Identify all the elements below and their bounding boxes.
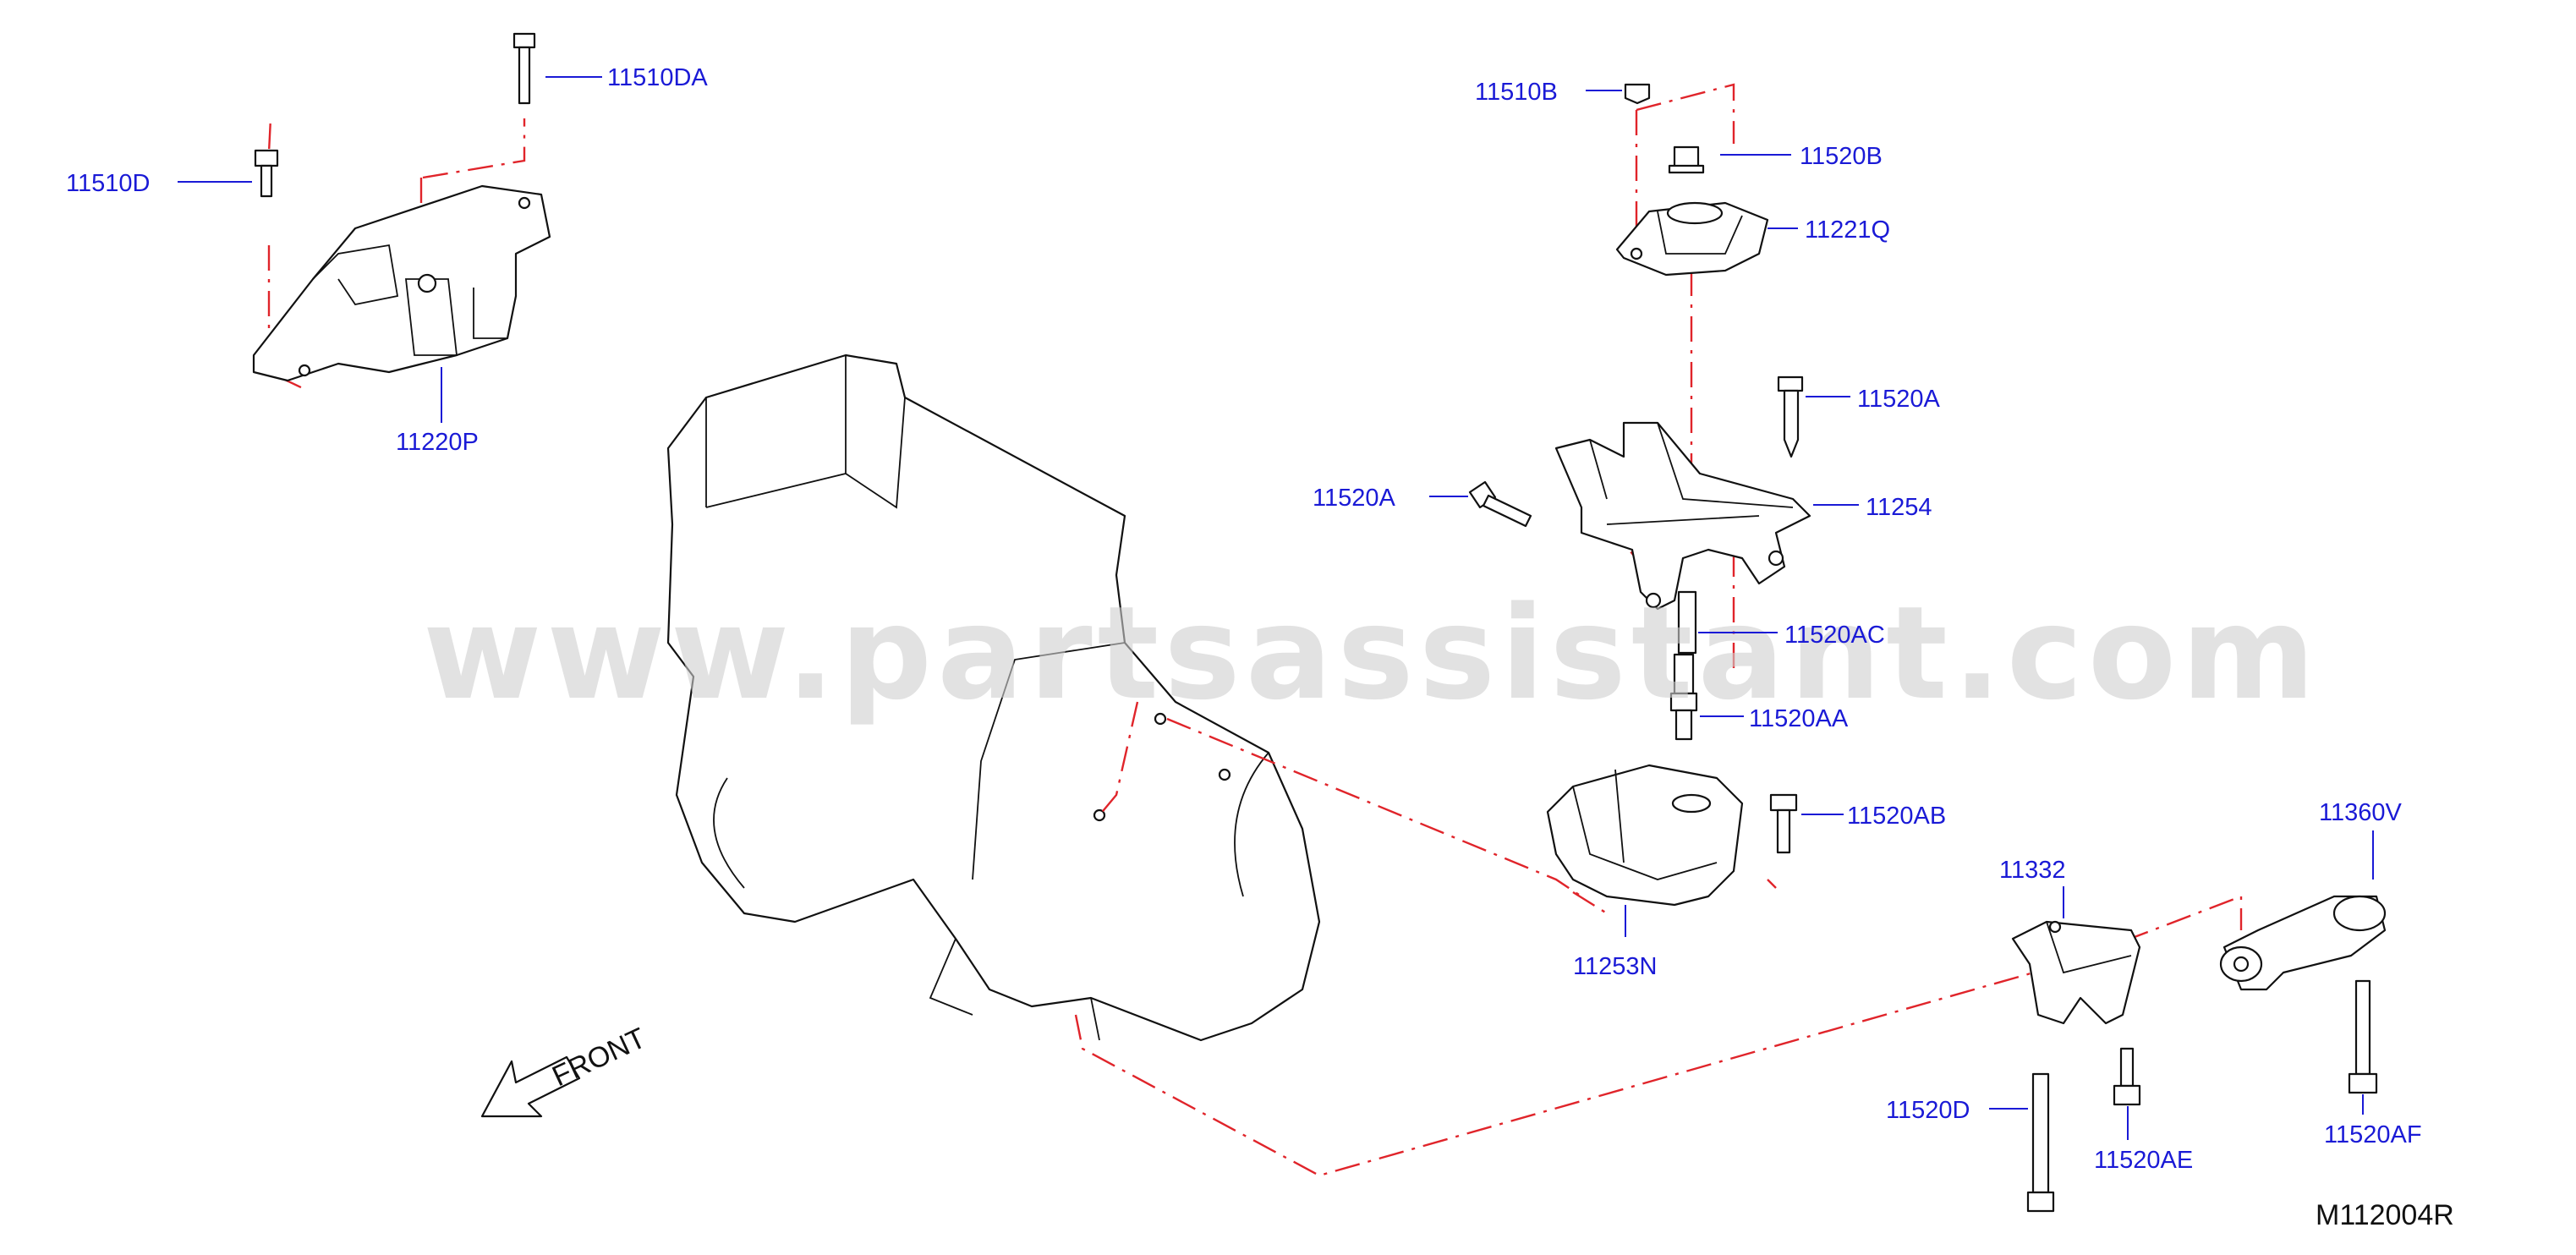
mount-11220p [252, 184, 551, 382]
label-11332[interactable]: 11332 [1999, 857, 2066, 884]
label-11520b[interactable]: 11520B [1800, 143, 1883, 170]
label-11221q[interactable]: 11221Q [1805, 216, 1890, 244]
mount-11221q [1615, 201, 1769, 277]
label-11520d[interactable]: 11520D [1886, 1097, 1970, 1124]
nut-11520b [1668, 145, 1705, 174]
bolt-11520ae [2113, 1047, 2141, 1106]
part-labels: 11510DA 11510D 11220P 11510B 11520B 1122… [66, 64, 2422, 1174]
bracket-11332 [2011, 920, 2141, 1025]
label-11520aa[interactable]: 11520AA [1749, 705, 1849, 732]
label-11520ae[interactable]: 11520AE [2094, 1147, 2193, 1174]
front-label: FRONT [547, 1022, 650, 1093]
diagram-code: M112004R [2316, 1199, 2454, 1231]
stud-11520ac [1677, 590, 1697, 655]
watermark-text: www.partsassistant.com [423, 578, 2321, 728]
label-11220p[interactable]: 11220P [396, 429, 479, 456]
bolt-11520d [2026, 1072, 2055, 1213]
label-11520af[interactable]: 11520AF [2324, 1121, 2422, 1148]
bolt-11520ab [1769, 793, 1798, 854]
label-11253n[interactable]: 11253N [1573, 953, 1657, 980]
mount-11253n [1546, 764, 1744, 907]
label-11520a-left[interactable]: 11520A [1313, 485, 1395, 512]
torque-rod-11360v [2219, 895, 2387, 991]
leader-lines [178, 76, 2374, 1140]
stud-11520aa [1669, 653, 1698, 741]
label-11520ac[interactable]: 11520AC [1784, 622, 1885, 649]
bracket-11254 [1554, 421, 1811, 611]
label-11360v[interactable]: 11360V [2319, 799, 2402, 826]
label-11510d[interactable]: 11510D [66, 170, 150, 197]
bolt-11510d [254, 149, 279, 198]
nut-11510b [1624, 83, 1651, 105]
front-arrow: FRONT [480, 1022, 651, 1118]
bolt-11510da [512, 32, 536, 105]
bolt-11520a-right [1777, 375, 1804, 458]
label-11254[interactable]: 11254 [1866, 494, 1932, 521]
bolt-11520af [2348, 979, 2378, 1094]
label-11520ab[interactable]: 11520AB [1847, 803, 1946, 830]
bolt-11520a-left [1468, 480, 1532, 528]
label-11520a-right[interactable]: 11520A [1857, 386, 1940, 413]
engine-block [666, 353, 1321, 1042]
label-11510da[interactable]: 11510DA [607, 64, 708, 91]
label-11510b[interactable]: 11510B [1475, 79, 1558, 106]
